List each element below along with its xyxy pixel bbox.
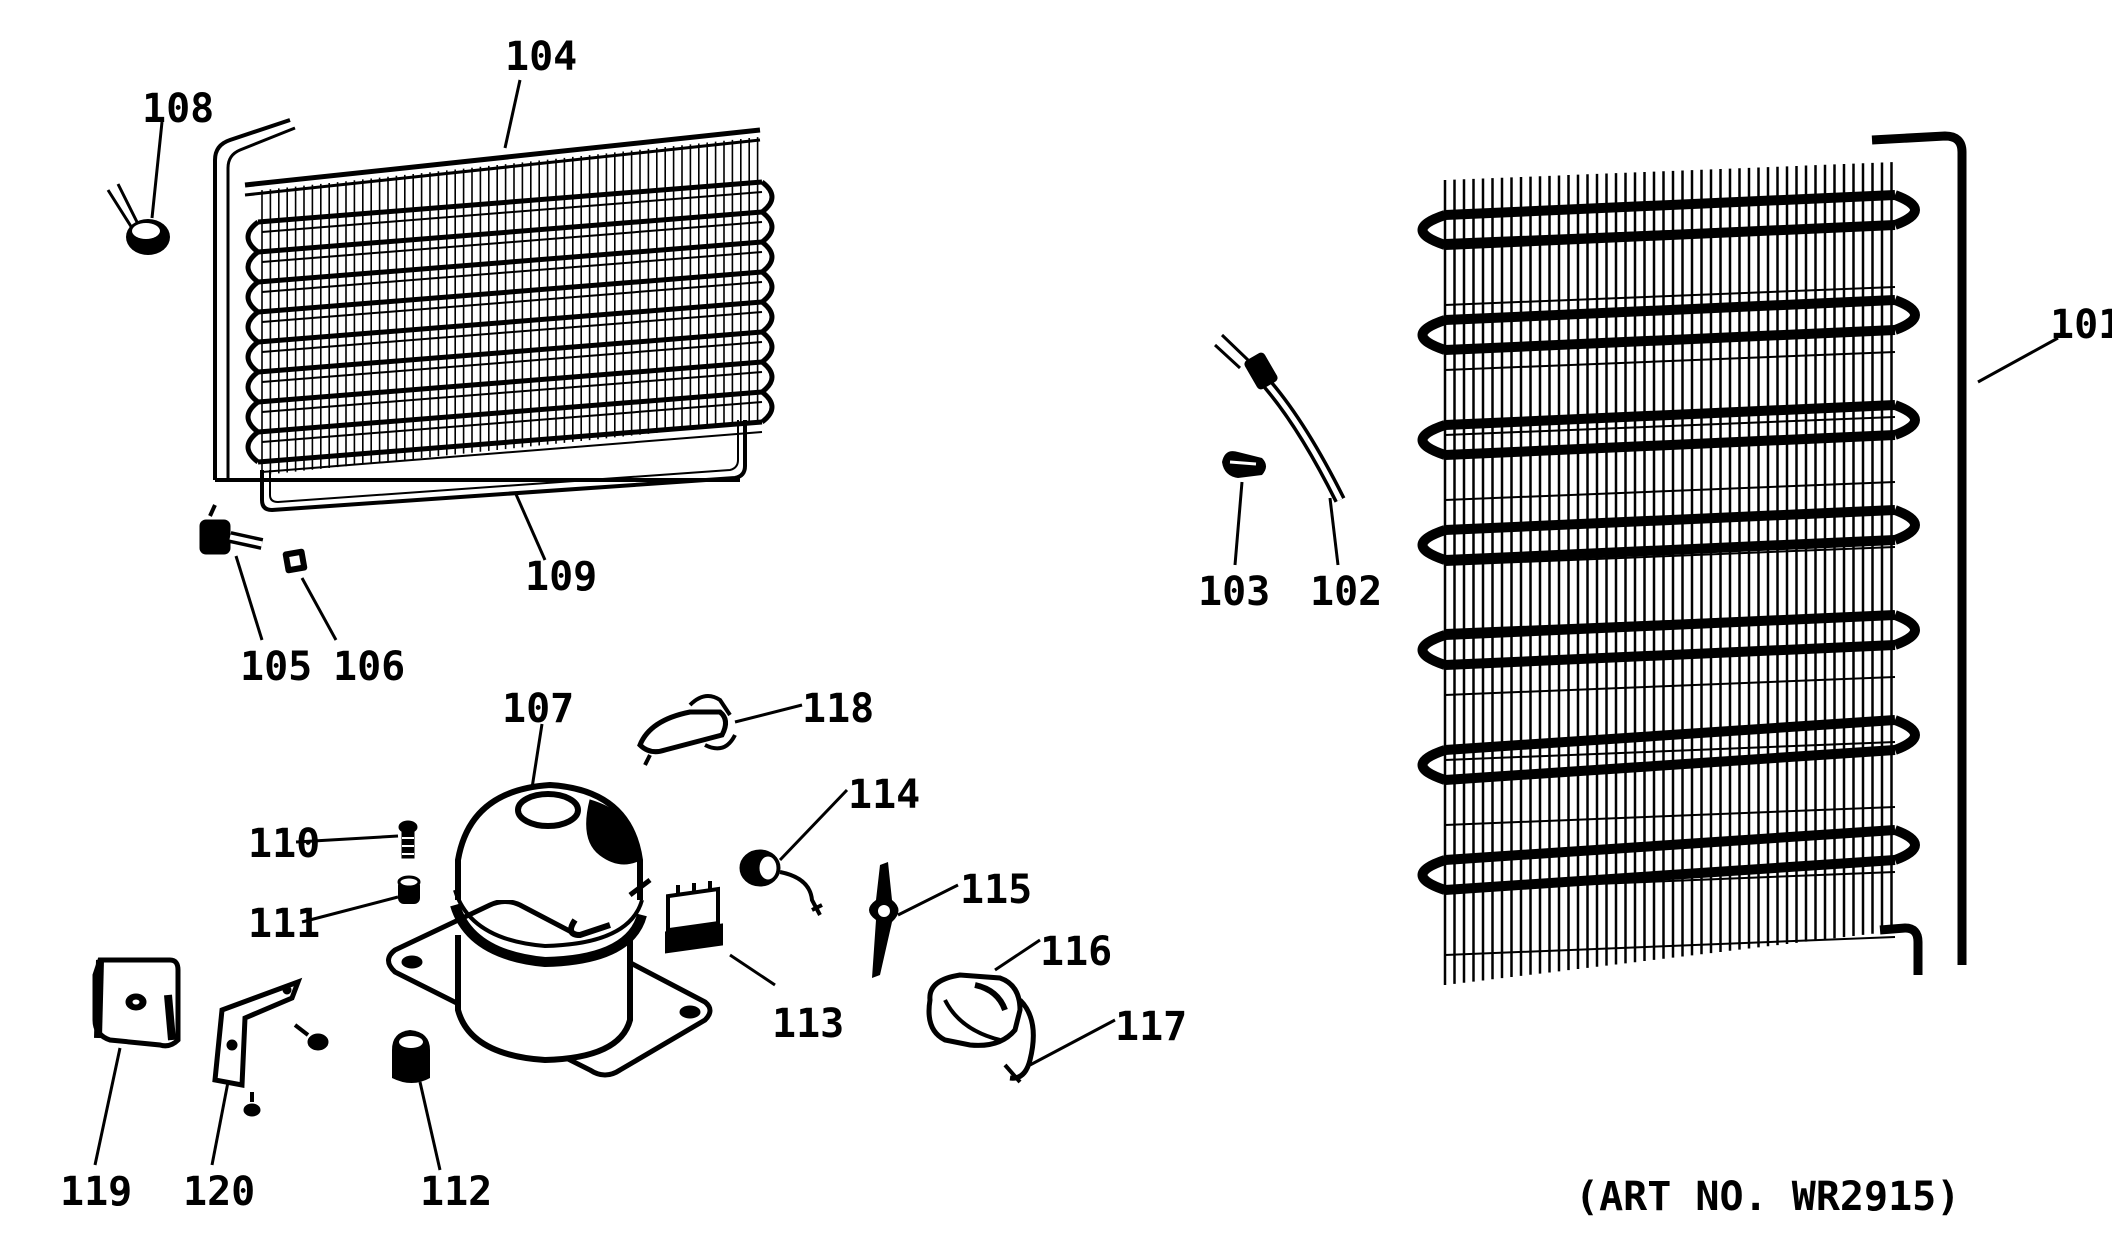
evap-bend	[245, 400, 260, 434]
label-115: 115	[960, 867, 1032, 913]
cond-bend-left	[1417, 315, 1447, 355]
evap-bend	[245, 430, 260, 464]
cond-bend-left	[1417, 525, 1447, 565]
evap-bend	[245, 220, 260, 254]
part-118-clip	[637, 694, 737, 766]
cond-cross-wire	[1444, 741, 1896, 761]
label-117: 117	[1115, 1004, 1187, 1050]
label-116: 116	[1040, 929, 1112, 975]
art-number: (ART NO. WR2915)	[1575, 1174, 1960, 1220]
part-103-plug	[1222, 451, 1266, 478]
cond-cross-wire	[1444, 416, 1896, 436]
part-112-sleeve	[392, 1030, 430, 1083]
part-105-valve	[199, 504, 264, 555]
evap-bend	[760, 330, 775, 364]
part-108-bulb	[106, 183, 170, 255]
evap-tube	[257, 179, 763, 225]
evap-tube	[257, 269, 763, 315]
evap-bend	[245, 340, 260, 374]
label-119: 119	[60, 1169, 132, 1215]
evap-bend	[760, 210, 775, 244]
cond-cross-wire	[1444, 286, 1896, 306]
label-104: 104	[505, 34, 577, 80]
evap-bend	[760, 240, 775, 274]
part-114-overload	[739, 849, 823, 916]
evap-bend	[760, 300, 775, 334]
evap-tube	[257, 299, 763, 345]
cond-bend-right	[1893, 190, 1920, 230]
evap-tube	[257, 359, 763, 405]
cond-cross-wire	[1444, 676, 1896, 696]
label-107: 107	[502, 686, 574, 732]
evap-bend	[760, 360, 775, 394]
label-118: 118	[802, 686, 874, 732]
leader-lines	[93, 79, 2059, 1171]
label-106: 106	[333, 644, 405, 690]
evap-bend	[760, 390, 775, 424]
cond-cross-wire	[1444, 936, 1896, 956]
label-105: 105	[240, 644, 312, 690]
evap-bend	[760, 270, 775, 304]
label-108: 108	[142, 86, 214, 132]
cond-cross-wire	[1444, 221, 1896, 241]
part-115-clip	[869, 862, 899, 978]
evap-tube	[257, 209, 763, 255]
cond-cross-wire	[1444, 806, 1896, 826]
part-102-drier	[1213, 333, 1346, 503]
label-102: 102	[1310, 569, 1382, 615]
part-110-bolt	[398, 820, 418, 859]
label-114: 114	[848, 772, 920, 818]
part-111-grommet	[397, 875, 421, 904]
evap-bend	[245, 310, 260, 344]
part-labels: 101 102 103 104 105 106 107 108 109 110 …	[60, 34, 2112, 1220]
cond-bend-right	[1893, 295, 1920, 335]
part-119-valve	[92, 957, 181, 1049]
cond-bend-right	[1893, 825, 1920, 865]
part-116-capacitor	[926, 972, 1023, 1048]
part-106-nut	[282, 548, 308, 574]
cond-bend-left	[1417, 210, 1447, 250]
label-110: 110	[248, 821, 320, 867]
cond-cross-wire	[1444, 871, 1896, 891]
cond-bend-right	[1893, 610, 1920, 650]
label-113: 113	[772, 1001, 844, 1047]
part-107-compressor	[386, 781, 713, 1078]
part-117-strap	[1003, 998, 1036, 1084]
evap-tube	[257, 419, 763, 465]
cond-bend-left	[1417, 630, 1447, 670]
condenser-101	[1417, 131, 1967, 985]
evap-bend	[245, 370, 260, 404]
cond-bend-right	[1893, 505, 1920, 545]
label-111: 111	[248, 901, 320, 947]
label-103: 103	[1198, 569, 1270, 615]
evap-tube	[257, 329, 763, 375]
label-120: 120	[183, 1169, 255, 1215]
part-120-bracket	[212, 977, 329, 1117]
evap-bend	[760, 180, 775, 214]
evap-bend	[245, 280, 260, 314]
evap-tube	[257, 239, 763, 285]
evap-bend	[245, 250, 260, 284]
cond-cross-wire	[1444, 351, 1896, 371]
label-112: 112	[420, 1169, 492, 1215]
cond-cross-wire	[1444, 481, 1896, 501]
cond-cross-wire	[1444, 611, 1896, 631]
cond-bend-left	[1417, 420, 1447, 460]
cond-cross-wire	[1444, 546, 1896, 566]
cond-bend-right	[1893, 400, 1920, 440]
label-109: 109	[525, 554, 597, 600]
evap-tube	[257, 389, 763, 435]
cond-bend-right	[1893, 715, 1920, 755]
label-101: 101	[2050, 302, 2112, 348]
evaporator-104	[213, 118, 775, 513]
cond-bend-left	[1417, 745, 1447, 785]
part-113-relay	[665, 881, 723, 954]
cond-bend-left	[1417, 855, 1447, 895]
